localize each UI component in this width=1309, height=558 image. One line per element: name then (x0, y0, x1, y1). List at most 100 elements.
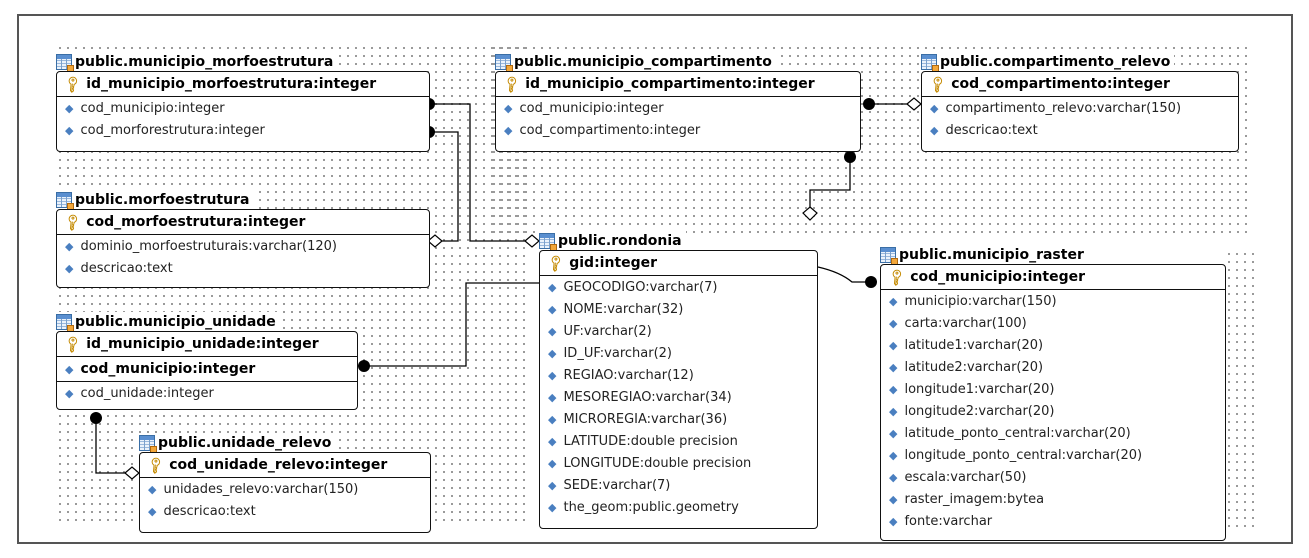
primary-key-row[interactable]: 🔑︎cod_morfoestrutura:integer (57, 210, 429, 235)
attribute-row[interactable]: ◆UF:varchar(2) (540, 320, 817, 342)
attribute-row[interactable]: ◆latitude_ponto_central:varchar(20) (881, 422, 1225, 444)
attribute-diamond-icon: ◆ (65, 362, 74, 376)
entity-municipio-compartimento[interactable]: public.municipio_compartimento 🔑︎id_muni… (495, 52, 861, 152)
attribute-row[interactable]: ◆raster_imagem:bytea (881, 488, 1225, 510)
attribute-diamond-icon: ◆ (65, 239, 74, 253)
attribute-row[interactable]: ◆LONGITUDE:double precision (540, 452, 817, 474)
attribute-row[interactable]: ◆latitude2:varchar(20) (881, 356, 1225, 378)
attribute-label: longitude2:varchar(20) (904, 403, 1055, 419)
foreign-key-row[interactable]: ◆cod_municipio:integer (57, 357, 357, 382)
entity-body: 🔑︎id_municipio_unidade:integer ◆cod_muni… (56, 331, 358, 410)
attribute-row[interactable]: ◆ longitude_ponto_central:varchar(20) (881, 444, 1225, 466)
attribute-row[interactable]: ◆descricao:text (57, 257, 429, 279)
attribute-row[interactable]: ◆compartimento_relevo:varchar(150) (922, 97, 1238, 119)
entity-title[interactable]: public.unidade_relevo (139, 433, 336, 453)
table-icon (139, 434, 157, 453)
primary-key-label: cod_unidade_relevo:integer (169, 457, 388, 473)
entity-compartimento-relevo[interactable]: public.compartimento_relevo 🔑︎cod_compar… (921, 52, 1239, 152)
primary-key-label: id_municipio_unidade:integer (86, 336, 319, 352)
attribute-row[interactable]: ◆carta:varchar(100) (881, 312, 1225, 334)
attribute-row[interactable]: ◆LATITUDE:double precision (540, 430, 817, 452)
entity-title[interactable]: public.compartimento_relevo (921, 52, 1175, 72)
primary-key-row[interactable]: 🔑︎id_municipio_compartimento:integer (496, 72, 860, 97)
primary-key-row[interactable]: 🔑︎cod_unidade_relevo:integer (140, 453, 430, 478)
attribute-row[interactable]: ◆MICROREGIA:varchar(36) (540, 408, 817, 430)
entity-title[interactable]: public.rondonia (539, 231, 686, 251)
primary-key-label: id_municipio_compartimento:integer (525, 76, 815, 92)
attribute-row[interactable]: ◆fonte:varchar (881, 510, 1225, 532)
attribute-row[interactable]: ◆NOME:varchar(32) (540, 298, 817, 320)
attribute-row[interactable]: ◆descricao:text (140, 500, 430, 522)
attribute-row[interactable]: ◆cod_unidade:integer (57, 382, 357, 404)
attribute-row[interactable]: ◆ GEOCODIGO:varchar(7) (540, 276, 817, 298)
entity-title[interactable]: public.municipio_morfoestrutura (56, 52, 338, 72)
entity-title[interactable]: public.municipio_compartimento (495, 52, 776, 72)
attribute-diamond-icon: ◆ (889, 448, 898, 462)
attribute-diamond-icon: ◆ (548, 500, 557, 514)
attribute-row[interactable]: ◆unidades_relevo:varchar(150) (140, 478, 430, 500)
primary-key-row[interactable]: 🔑︎id_municipio_unidade:integer (57, 332, 357, 357)
entity-body: 🔑︎id_municipio_morfoestrutura:integer ◆c… (56, 71, 430, 152)
entity-body: 🔑︎cod_compartimento:integer ◆compartimen… (921, 71, 1239, 152)
attribute-row[interactable]: ◆ the_geom:public.geometry (540, 496, 817, 518)
entity-body: 🔑︎gid:integer ◆ GEOCODIGO:varchar(7) ◆NOM… (539, 250, 818, 529)
attribute-label: longitude1:varchar(20) (904, 381, 1055, 397)
entity-title[interactable]: public.morfoestrutura (56, 190, 254, 210)
primary-key-label: cod_morfoestrutura:integer (86, 214, 306, 230)
attribute-row[interactable]: ◆dominio_morfoestruturais:varchar(120) (57, 235, 429, 257)
primary-key-row[interactable]: 🔑︎id_municipio_morfoestrutura:integer (57, 72, 429, 97)
attribute-diamond-icon: ◆ (930, 123, 939, 137)
primary-key-row[interactable]: 🔑︎cod_municipio:integer (881, 265, 1225, 290)
attribute-row[interactable]: ◆cod_morforestrutura:integer (57, 119, 429, 141)
attribute-label: REGIAO:varchar(12) (563, 367, 694, 383)
attribute-label: the_geom:public.geometry (563, 499, 739, 515)
entity-municipio-morfoestrutura[interactable]: public.municipio_morfoestrutura 🔑︎id_mun… (56, 52, 430, 152)
attribute-label: descricao:text (163, 503, 256, 519)
key-icon: 🔑︎ (62, 211, 83, 233)
attribute-row[interactable]: ◆REGIAO:varchar(12) (540, 364, 817, 386)
key-icon: 🔑︎ (886, 266, 907, 288)
entity-title[interactable]: public.municipio_unidade (56, 312, 280, 332)
attribute-row[interactable]: ◆latitude1:varchar(20) (881, 334, 1225, 356)
attribute-row[interactable]: ◆longitude2:varchar(20) (881, 400, 1225, 422)
entity-rondonia[interactable]: public.rondonia 🔑︎gid:integer ◆ GEOCODIGO… (539, 231, 818, 529)
primary-key-row[interactable]: 🔑︎cod_compartimento:integer (922, 72, 1238, 97)
entity-unidade-relevo[interactable]: public.unidade_relevo 🔑︎cod_unidade_rele… (139, 433, 431, 533)
entity-municipio-raster[interactable]: public.municipio_raster 🔑︎cod_municipio:… (880, 245, 1226, 541)
attribute-row[interactable]: ◆SEDE:varchar(7) (540, 474, 817, 496)
attribute-diamond-icon: ◆ (889, 338, 898, 352)
attribute-label: escala:varchar(50) (904, 469, 1027, 485)
attribute-diamond-icon: ◆ (889, 492, 898, 506)
attribute-label: ID_UF:varchar(2) (563, 345, 673, 361)
attribute-diamond-icon: ◆ (504, 123, 513, 137)
key-icon: 🔑︎ (501, 73, 522, 95)
entity-title-text: public.municipio_compartimento (514, 53, 772, 70)
attribute-row[interactable]: ◆cod_municipio:integer (496, 97, 860, 119)
primary-key-label: id_municipio_morfoestrutura:integer (86, 76, 377, 92)
attribute-row[interactable]: ◆municipio:varchar(150) (881, 290, 1225, 312)
primary-key-row[interactable]: 🔑︎gid:integer (540, 251, 817, 276)
attribute-row[interactable]: ◆escala:varchar(50) (881, 466, 1225, 488)
attribute-row[interactable]: ◆descricao:text (922, 119, 1238, 141)
attribute-diamond-icon: ◆ (548, 280, 557, 294)
attribute-label: UF:varchar(2) (563, 323, 652, 339)
table-icon (56, 191, 74, 210)
attribute-label: longitude_ponto_central:varchar(20) (904, 447, 1143, 463)
attribute-label: GEOCODIGO:varchar(7) (563, 279, 718, 295)
table-icon (56, 53, 74, 72)
attribute-row[interactable]: ◆ID_UF:varchar(2) (540, 342, 817, 364)
dot-grid-right (1225, 250, 1257, 530)
entity-title[interactable]: public.municipio_raster (880, 245, 1088, 265)
attribute-row[interactable]: ◆longitude1:varchar(20) (881, 378, 1225, 400)
entity-municipio-unidade[interactable]: public.municipio_unidade 🔑︎id_municipio_… (56, 312, 358, 410)
primary-key-label: gid:integer (569, 255, 658, 271)
attribute-diamond-icon: ◆ (548, 302, 557, 316)
table-icon (880, 246, 898, 265)
attribute-label: SEDE:varchar(7) (563, 477, 671, 493)
entity-title-text: public.unidade_relevo (158, 434, 332, 451)
attribute-row[interactable]: ◆cod_municipio:integer (57, 97, 429, 119)
attribute-row[interactable]: ◆MESOREGIAO:varchar(34) (540, 386, 817, 408)
entity-morfoestrutura[interactable]: public.morfoestrutura 🔑︎cod_morfoestrutu… (56, 190, 430, 288)
attribute-row[interactable]: ◆cod_compartimento:integer (496, 119, 860, 141)
attribute-label: latitude_ponto_central:varchar(20) (904, 425, 1131, 441)
